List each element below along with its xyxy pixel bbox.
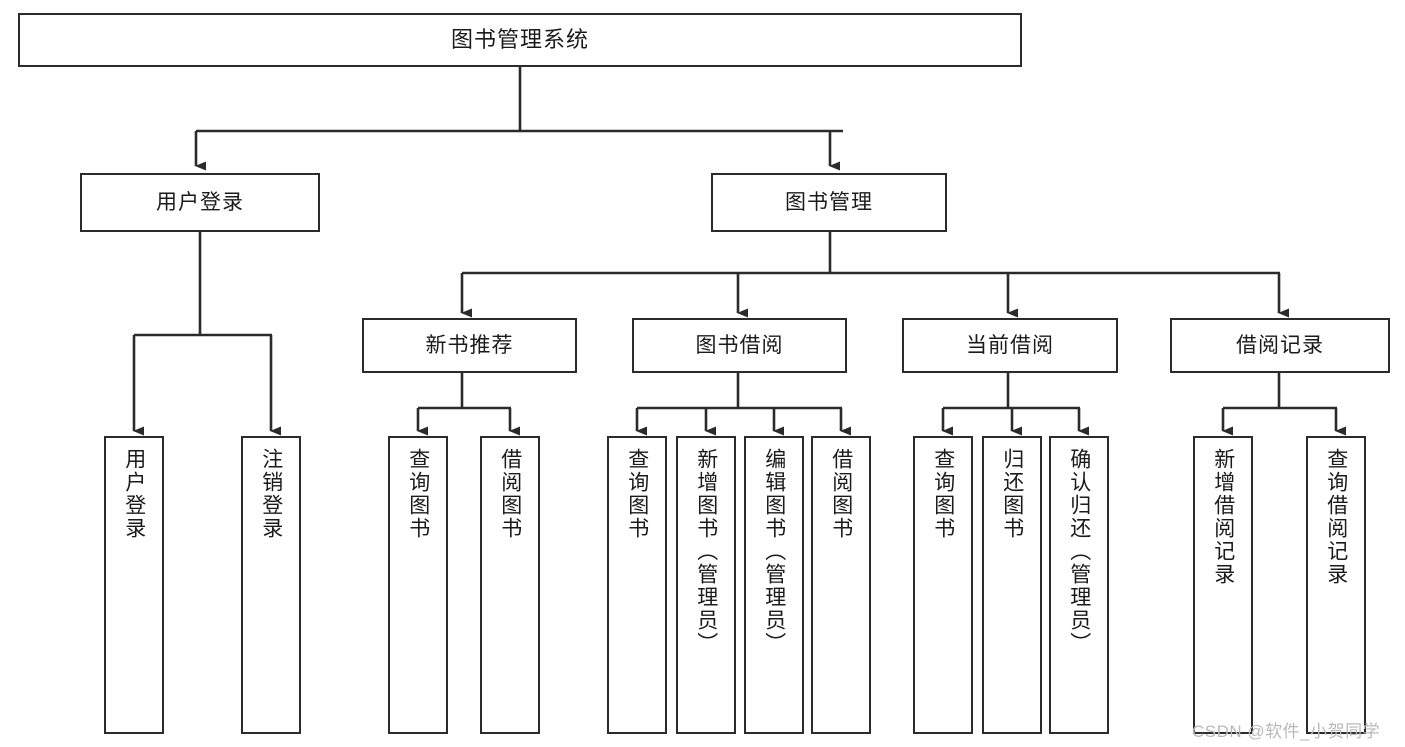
leaf-label: 归还图书 xyxy=(1000,448,1024,540)
node-leaf-add-book[interactable]: 新增图书（管理员） xyxy=(676,436,736,734)
node-root[interactable]: 图书管理系统 xyxy=(18,13,1022,67)
node-leaf-user-login[interactable]: 用户登录 xyxy=(104,436,164,734)
leaf-label: 新增图书（管理员） xyxy=(694,448,718,655)
leaf-label: 新增借阅记录 xyxy=(1211,448,1235,586)
node-leaf-query-book-2[interactable]: 查询图书 xyxy=(607,436,667,734)
leaf-label: 注销登录 xyxy=(259,448,283,540)
node-leaf-edit-book[interactable]: 编辑图书（管理员） xyxy=(744,436,804,734)
csdn-watermark: CSDN @软件_小贺同学 xyxy=(1192,722,1381,741)
node-leaf-borrow-book-2[interactable]: 借阅图书 xyxy=(811,436,871,734)
leaf-label: 用户登录 xyxy=(122,448,146,540)
leaf-label: 查询图书 xyxy=(406,448,430,540)
node-book-borrow[interactable]: 图书借阅 xyxy=(632,318,847,373)
node-leaf-add-record[interactable]: 新增借阅记录 xyxy=(1193,436,1253,734)
node-leaf-query-record[interactable]: 查询借阅记录 xyxy=(1306,436,1366,734)
leaf-label: 确认归还（管理员） xyxy=(1067,448,1091,655)
leaf-label: 查询图书 xyxy=(625,448,649,540)
node-borrow-record[interactable]: 借阅记录 xyxy=(1170,318,1390,373)
leaf-label: 编辑图书（管理员） xyxy=(762,448,786,655)
node-leaf-query-book-1[interactable]: 查询图书 xyxy=(388,436,448,734)
node-leaf-logout-login[interactable]: 注销登录 xyxy=(241,436,301,734)
node-book-management[interactable]: 图书管理 xyxy=(711,173,947,232)
leaf-label: 查询借阅记录 xyxy=(1324,448,1348,586)
node-new-book-recommend[interactable]: 新书推荐 xyxy=(362,318,577,373)
leaf-label: 查询图书 xyxy=(931,448,955,540)
node-current-borrow[interactable]: 当前借阅 xyxy=(902,318,1118,373)
node-leaf-confirm-return[interactable]: 确认归还（管理员） xyxy=(1049,436,1109,734)
node-leaf-query-book-3[interactable]: 查询图书 xyxy=(913,436,973,734)
leaf-label: 借阅图书 xyxy=(829,448,853,540)
node-leaf-borrow-book-1[interactable]: 借阅图书 xyxy=(480,436,540,734)
node-user-login[interactable]: 用户登录 xyxy=(80,173,320,232)
node-leaf-return-book[interactable]: 归还图书 xyxy=(982,436,1042,734)
leaf-label: 借阅图书 xyxy=(498,448,522,540)
